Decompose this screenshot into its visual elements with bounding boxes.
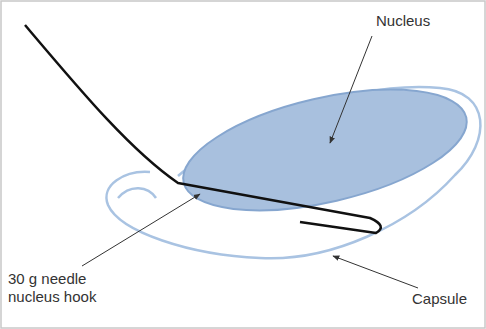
leader-line bbox=[330, 36, 372, 143]
capsule-fold bbox=[118, 188, 156, 198]
part-label: Capsule bbox=[412, 290, 467, 308]
leader-line bbox=[333, 256, 418, 288]
part-label: Nucleus bbox=[376, 12, 430, 30]
nucleus-ellipse bbox=[172, 67, 478, 234]
leader-line bbox=[82, 194, 200, 266]
part-label: 30 g needle nucleus hook bbox=[8, 270, 128, 306]
needle-hook bbox=[25, 25, 381, 233]
